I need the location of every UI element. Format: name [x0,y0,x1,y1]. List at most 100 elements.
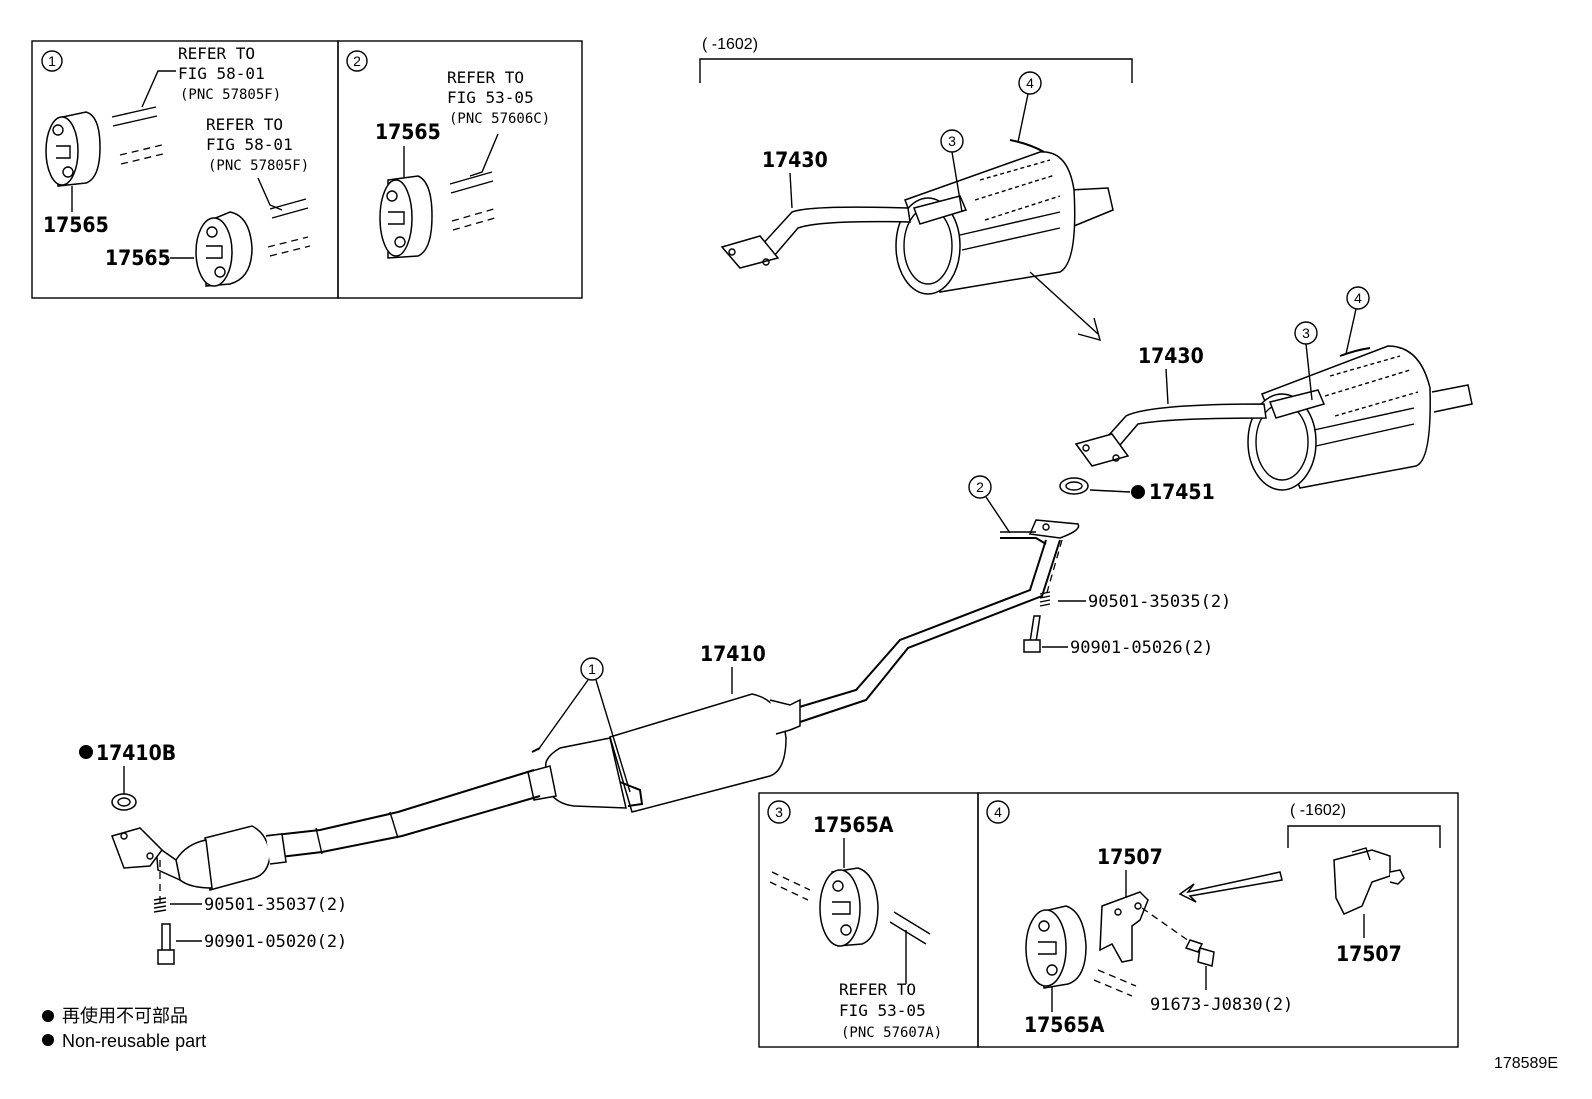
inset-4-frame [977,792,1459,1048]
part-number: 17451 [1149,480,1215,504]
inset-1: 1 REFER TO FIG 58-01 (PNC 57805F) 17565 … [31,40,339,299]
hanger-rod-icon [769,871,811,901]
callout-circle [580,657,604,681]
gasket-rear: 17451 [1059,477,1215,504]
hanger-rod-icon [451,208,496,231]
refer-line: (PNC 57805F) [208,158,309,174]
rear-spring-bolt: 90501-35035(2) 90901-05026(2) [1023,539,1231,658]
legend: 再使用不可部品 Non-reusable part [42,1006,206,1051]
part-number: 17507 [1097,845,1163,869]
legend-japanese: 再使用不可部品 [62,1006,188,1026]
inset-2-frame [337,40,583,299]
refer-line: (PNC 57606C) [449,111,550,127]
bracket-label: ( -1602) [702,36,758,53]
leader-line [1017,93,1029,143]
hanger-rod-icon [889,911,931,945]
refer-line: FIG 58-01 [206,135,293,154]
hanger-rod-icon [267,236,311,257]
bolt-icon [157,949,175,965]
refer-line: FIG 53-05 [839,1001,926,1020]
refer-line: REFER TO [206,115,283,134]
model-range-bracket-top: ( -1602) [699,36,1133,83]
callout-circle [767,800,791,824]
leader-line [1089,489,1131,493]
front-hardware: 17410B 90501-35037(2) 90901-05020(2) [79,741,347,965]
refer-line: FIG 53-05 [447,88,534,107]
callout-number: 1 [588,661,596,677]
callout-number: 4 [1354,290,1362,306]
leader-line [595,679,631,793]
gasket-icon [111,793,137,811]
bolt-icon [1184,939,1215,967]
callout-number: 1 [48,53,56,69]
leader-line [469,133,499,177]
non-reusable-mark-icon [79,745,93,759]
leader-line [1305,343,1313,401]
leader-line [951,151,963,213]
leader-line [141,70,176,108]
hanger-rubber-icon [45,111,101,187]
hanger-rod-icon [119,144,164,165]
callout-circle [968,475,992,499]
callout-circle [1018,71,1042,95]
non-reusable-mark-icon [42,1034,54,1046]
refer-line: (PNC 57805F) [180,87,281,103]
part-number: 17410B [96,741,176,765]
hanger-rubber-icon [195,211,253,287]
leader-line [1345,308,1357,355]
leader-line [1165,368,1169,405]
callout-number: 3 [1302,325,1310,341]
bracket-left-icon [1099,891,1149,963]
inset-2: 2 REFER TO FIG 53-05 (PNC 57606C) 17565 [337,40,583,299]
hanger-rubber-icon [379,175,433,259]
hanger-rod-icon [449,171,494,194]
model-range-bracket-inset [1287,825,1441,848]
callout-number: 3 [948,133,956,149]
spring-icon [153,897,167,913]
part-number: 17565 [105,246,171,270]
hanger-rod-icon [111,106,158,127]
bracket-label: ( -1602) [1290,802,1346,819]
part-number: 17565 [375,120,441,144]
arrow-icon [1178,871,1283,903]
tailpipe-right: 4 3 17430 [1074,286,1473,491]
callout-number: 4 [1026,75,1034,91]
part-number: 90501-35037(2) [204,895,347,915]
leader-line [257,177,283,211]
leader-line [985,496,1011,534]
bolt-icon [1023,639,1041,653]
bolt-icon [161,923,171,953]
spring-icon [1039,591,1051,607]
inset-4: 4 ( -1602) 17507 17507 91673-J0830(2) [977,792,1459,1048]
part-number: 90901-05020(2) [204,932,347,952]
part-number: 17430 [762,148,828,172]
callout-number: 2 [976,479,984,495]
non-reusable-mark-icon [1131,485,1145,499]
callout-circle [346,50,368,72]
figure-id: 178589E [1494,1055,1558,1072]
part-number: 17565A [1024,1013,1105,1037]
callout-circle [986,800,1010,824]
refer-line: REFER TO [178,44,255,63]
callout-circle [41,50,63,72]
part-number: 17565A [813,813,894,837]
hanger-rod-icon [1093,969,1137,997]
refer-line: (PNC 57607A) [841,1025,942,1041]
center-exhaust-pipe: 17410 1 2 [111,475,1080,891]
hanger-rubber-icon [819,867,879,947]
legend-english: Non-reusable part [62,1031,206,1051]
callout-number: 3 [775,804,783,820]
callout-circle [1346,286,1370,310]
hanger-rod-icon [269,198,309,219]
arrow-icon [1029,271,1101,341]
leader-line [537,679,589,751]
refer-line: REFER TO [447,68,524,87]
refer-line: REFER TO [839,980,916,999]
part-number: 91673-J0830(2) [1150,995,1293,1015]
callout-number: 4 [994,804,1002,820]
non-reusable-mark-icon [42,1010,54,1022]
tailpipe-top: 4 3 17430 [720,71,1114,295]
callout-number: 2 [353,53,361,69]
